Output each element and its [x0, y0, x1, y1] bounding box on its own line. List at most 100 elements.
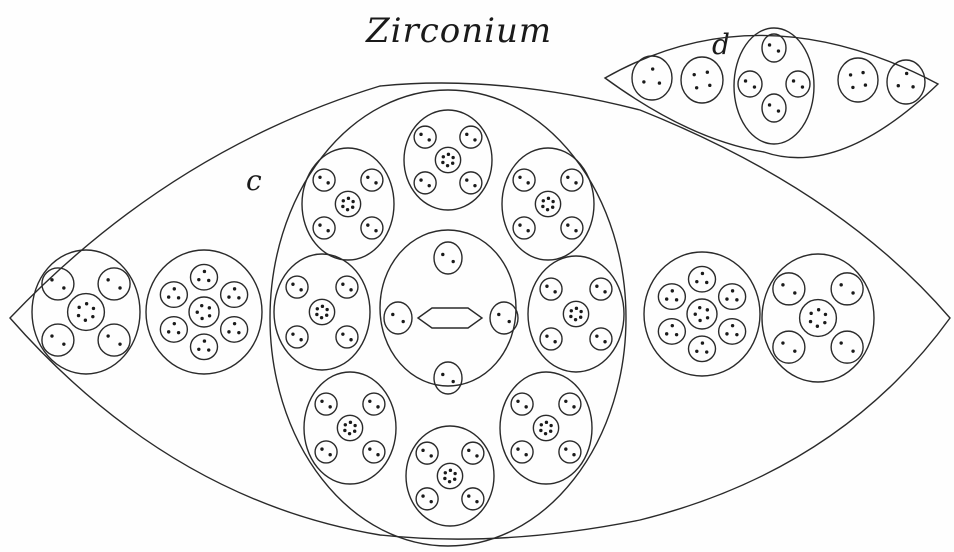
dot [441, 373, 444, 376]
satellite-ring [302, 148, 394, 260]
dot [376, 405, 379, 408]
dot [347, 197, 350, 200]
dot [793, 349, 796, 352]
dot [349, 288, 352, 291]
pellet [535, 191, 560, 216]
pellet [416, 488, 438, 510]
dot [753, 85, 756, 88]
dot [62, 286, 65, 289]
dot [349, 421, 352, 424]
dot [207, 279, 210, 282]
dot [421, 449, 424, 452]
dot [446, 164, 449, 167]
dot [448, 480, 451, 483]
dot [693, 73, 696, 76]
dot [353, 424, 356, 427]
pellet [563, 301, 588, 326]
dot [451, 260, 454, 263]
dot [545, 421, 548, 424]
dot [351, 200, 354, 203]
dot [911, 85, 914, 88]
dot [291, 283, 294, 286]
dot [792, 79, 795, 82]
dot [572, 405, 575, 408]
dot [823, 321, 826, 324]
dot [553, 340, 556, 343]
dot [351, 206, 354, 209]
dot [658, 81, 661, 84]
dot [475, 454, 478, 457]
dot [547, 197, 550, 200]
pellet [361, 169, 383, 191]
dot [449, 469, 452, 472]
dot [579, 310, 582, 313]
dot [570, 309, 573, 312]
dot [475, 500, 478, 503]
dot [695, 280, 698, 283]
pellet [719, 319, 746, 345]
pellet [689, 266, 716, 292]
dot [518, 176, 521, 179]
dot [705, 281, 708, 284]
dot [781, 283, 784, 286]
pellet [559, 441, 581, 463]
dot [816, 325, 819, 328]
pellet [416, 442, 438, 464]
pellet [559, 393, 581, 415]
dot [84, 319, 87, 322]
pellet [221, 317, 248, 343]
dot [705, 350, 708, 353]
dot [106, 334, 109, 337]
label-c: c [246, 164, 262, 197]
dot [85, 302, 88, 305]
ring [644, 252, 760, 376]
label-d: d [712, 28, 730, 61]
dot [665, 297, 668, 300]
pellet [513, 169, 535, 191]
dot [325, 308, 328, 311]
dot [539, 429, 542, 432]
dot [50, 278, 53, 281]
pellet [191, 264, 218, 290]
pellet [738, 71, 762, 97]
satellite-ring [500, 372, 592, 484]
dot [50, 334, 53, 337]
pellet [511, 393, 533, 415]
dot [851, 86, 854, 89]
dot [341, 205, 344, 208]
dot [851, 349, 854, 352]
pellet [68, 294, 105, 331]
ring [762, 254, 874, 382]
dot [781, 341, 784, 344]
pellet [336, 276, 358, 298]
dot [507, 320, 510, 323]
dot [698, 319, 701, 322]
dot [442, 155, 445, 158]
pellet [337, 415, 362, 440]
dot [401, 320, 404, 323]
core-bar [418, 308, 482, 328]
dot [809, 312, 812, 315]
pellet [384, 302, 412, 334]
dot [376, 453, 379, 456]
dot [227, 295, 230, 298]
dot [864, 83, 867, 86]
pellet [434, 242, 462, 274]
pellet [462, 488, 484, 510]
pellet [590, 278, 612, 300]
pellet [540, 328, 562, 350]
dot [368, 447, 371, 450]
pellet [460, 126, 482, 148]
dot [905, 72, 908, 75]
dot [430, 500, 433, 503]
dot [200, 317, 203, 320]
dot [320, 316, 323, 319]
dot [451, 156, 454, 159]
dot [497, 313, 500, 316]
dot [299, 338, 302, 341]
dot [208, 314, 211, 317]
dot [706, 308, 709, 311]
dot [706, 71, 709, 74]
pellet [313, 169, 335, 191]
pellet [42, 268, 74, 300]
